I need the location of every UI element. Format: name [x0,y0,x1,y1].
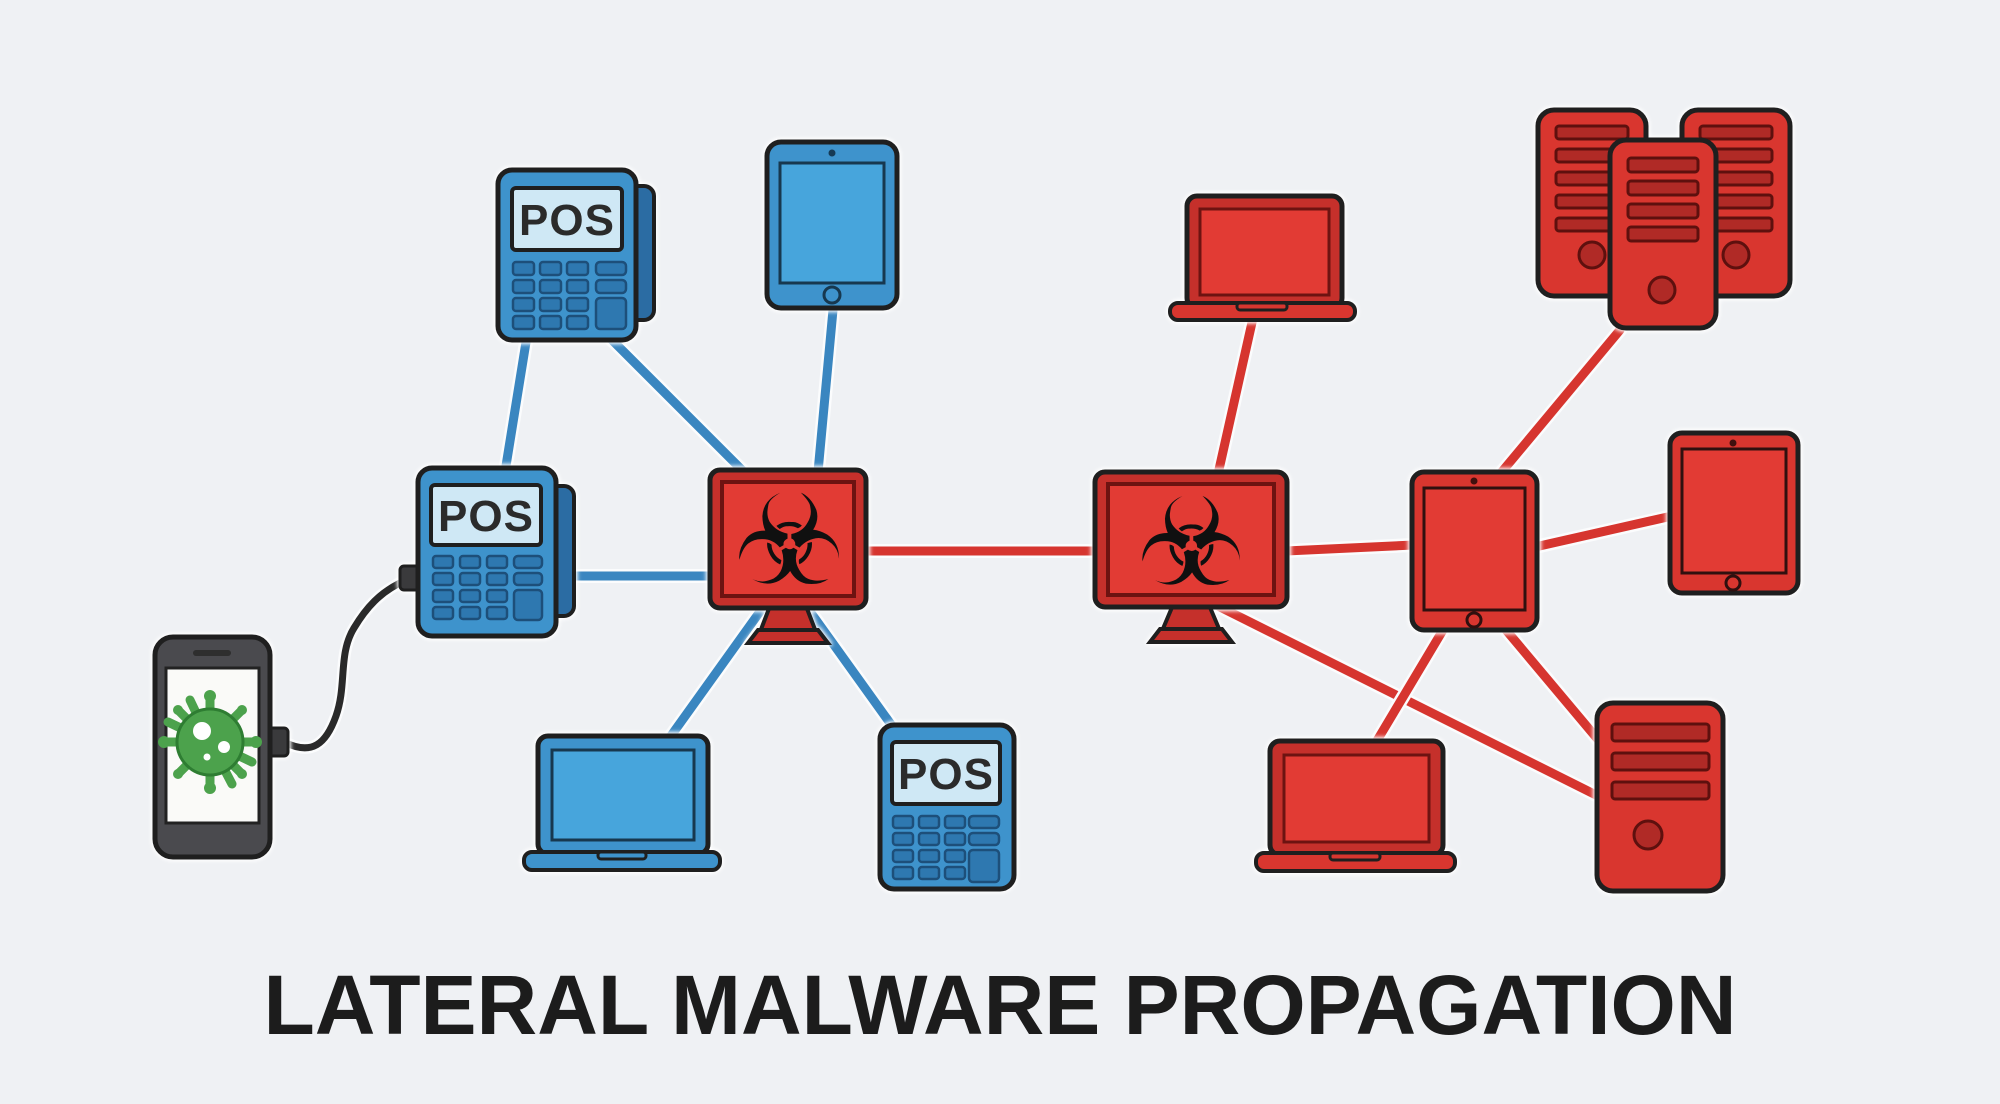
laptop-notch [1328,851,1382,862]
edge-pos1-desktop1 [601,329,755,483]
node-tablet-2-infected [1409,469,1540,633]
phone-speaker [193,650,231,656]
edge-tablet2-tablet3 [1528,509,1679,554]
biohazard-icon: ☣ [733,469,845,614]
tablet-home-button [1724,574,1742,592]
node-pos-terminal-2: POS [398,465,576,639]
edge-tablet2-servercluster [1493,323,1627,481]
pos-keypad [431,554,544,622]
node-server-cluster-infected [1535,107,1793,331]
edge-tablet1-desktop1 [811,303,840,479]
edge-pos1-pos2 [498,329,534,479]
edge-tablet2-laptop3 [1368,623,1450,751]
biohazard-icon: ☣ [1136,472,1245,614]
pos-label: POS [519,196,615,245]
pos-keypad [511,260,628,331]
server-tower-front [1607,137,1719,331]
node-laptop-1 [522,733,722,872]
edge-tablet2-server1 [1499,623,1607,749]
laptop-screen [1198,207,1331,297]
tablet-screen [1422,486,1527,612]
tablet-camera [1729,439,1737,447]
pos-label: POS [438,492,534,541]
laptop-notch [596,850,648,861]
tablet-home-button [822,285,842,305]
pos-keypad [891,814,1001,884]
tablet-screen [778,161,886,285]
monitor-screen [720,480,856,598]
node-desktop-2-infected: ☣ [1092,469,1290,644]
server-power-button [1632,819,1664,851]
edge-laptop2-desktop2 [1211,311,1260,481]
pos-screen [890,740,1002,806]
tablet-screen [1680,447,1788,575]
virus-icon [158,690,262,794]
monitor-base [743,628,833,645]
usb-cable [278,575,410,754]
tablet-camera [828,149,836,157]
node-laptop-3-infected [1254,738,1457,873]
edge-laptop1-desktop1 [661,599,771,747]
tablet-home-button [1465,611,1483,629]
monitor-screen [1106,482,1276,597]
node-tablet-1 [764,139,900,311]
diagram-title: LATERAL MALWARE PROPAGATION [263,958,1736,1052]
node-desktop-1-infected: ☣ [707,467,869,645]
laptop-screen [550,748,696,842]
laptop-notch [1235,301,1289,312]
node-pos-terminal-1: POS [495,167,656,343]
node-server-1-infected [1594,700,1726,894]
node-smartphone-infected [152,634,290,860]
pos-screen [429,483,543,547]
laptop-screen [1282,753,1431,844]
edge-pos3-desktop1 [799,599,902,737]
edge-desktop2-tablet2 [1279,538,1421,558]
node-tablet-3-infected [1667,430,1801,596]
node-laptop-2-infected [1168,193,1357,322]
pos-screen [510,186,624,252]
tablet-camera [1470,477,1478,485]
monitor-base [1145,627,1237,644]
node-pos-terminal-3: POS [877,722,1017,892]
pos-label: POS [898,750,994,799]
connection-lines [278,303,1679,804]
